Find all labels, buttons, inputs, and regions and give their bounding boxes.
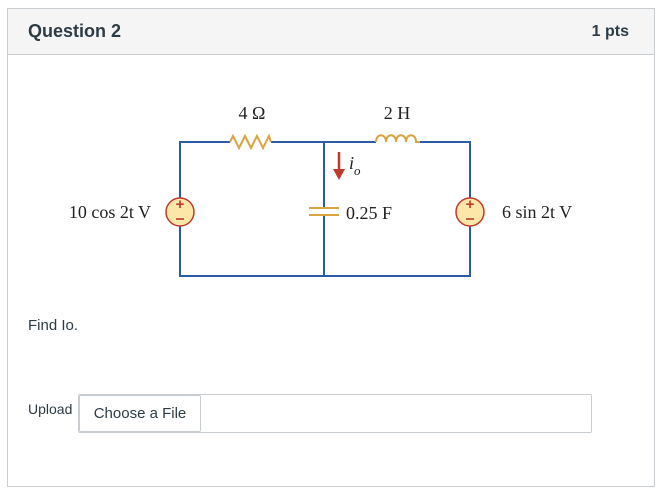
right-voltage-source-icon: + (455, 196, 485, 227)
question-prompt: Find Io. (28, 317, 79, 334)
resistor-symbol (229, 133, 272, 151)
circuit-diagram: 4 Ω 2 H 0.25 F io + 10 cos 2t V + 6 s (69, 103, 572, 277)
current-label: io (349, 153, 361, 178)
svg-text:+: + (176, 196, 185, 213)
left-source-label: 10 cos 2t V (69, 202, 151, 222)
inductor-symbol (375, 134, 420, 143)
circuit-wires (179, 141, 471, 277)
right-source-label: 6 sin 2t V (502, 202, 572, 222)
question-card: Question 2 1 pts 4 Ω 2 H 0.25 F io (7, 8, 655, 487)
svg-text:+: + (466, 196, 475, 213)
current-arrow-icon (333, 152, 345, 180)
capacitor-label: 0.25 F (346, 203, 392, 223)
upload-label: Upload (28, 401, 73, 417)
inductor-label: 2 H (384, 103, 411, 123)
choose-file-button[interactable]: Choose a File (79, 395, 201, 432)
question-title: Question 2 (28, 21, 122, 41)
question-header: Question 2 1 pts (8, 9, 654, 55)
question-points: 1 pts (591, 23, 629, 40)
file-upload-field[interactable]: Choose a File (78, 394, 592, 433)
left-voltage-source-icon: + (165, 196, 195, 227)
capacitor-symbol (309, 207, 339, 216)
resistor-label: 4 Ω (239, 103, 266, 123)
